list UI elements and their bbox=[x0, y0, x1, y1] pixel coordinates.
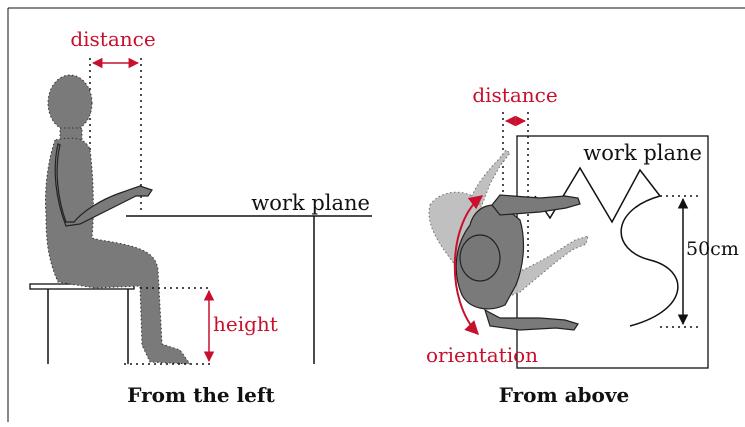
top-view-caption: From above bbox=[499, 383, 629, 407]
orientation-arc bbox=[453, 195, 484, 336]
height-label: height bbox=[213, 312, 278, 336]
orientation-label: orientation bbox=[426, 343, 538, 367]
seated-person-arm bbox=[54, 143, 153, 227]
top-distance-label: distance bbox=[472, 83, 557, 107]
side-view-panel: distance work plane height From the left bbox=[29, 27, 372, 407]
top-work-plane-label: work plane bbox=[583, 141, 702, 165]
top-person-figure bbox=[455, 194, 581, 331]
top-view-panel: work plane 50cm distance orienta bbox=[426, 83, 739, 407]
side-work-plane-label: work plane bbox=[251, 191, 370, 215]
seated-person-figure bbox=[45, 74, 192, 365]
top-work-plane-rect bbox=[516, 135, 709, 369]
wave-path bbox=[620, 195, 679, 327]
side-distance-label: distance bbox=[70, 27, 155, 51]
size-label: 50cm bbox=[686, 238, 739, 260]
zigzag-path bbox=[534, 166, 661, 224]
side-view-caption: From the left bbox=[127, 383, 275, 407]
